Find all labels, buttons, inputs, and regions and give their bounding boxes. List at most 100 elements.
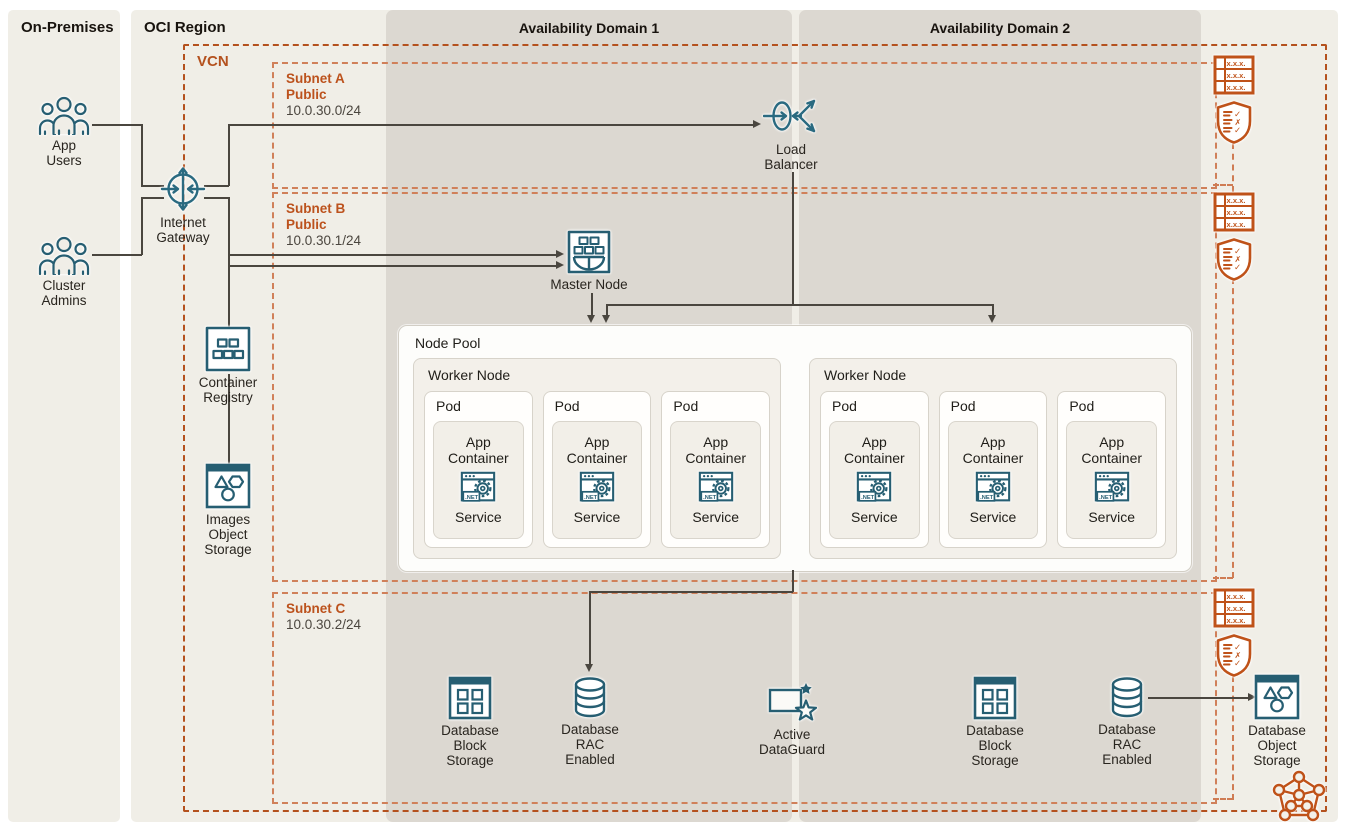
subnet-c-rules — [1211, 588, 1257, 677]
subnet-a-name: Subnet A — [286, 71, 345, 86]
internet-gateway-icon — [160, 166, 206, 212]
pod-label: Pod — [832, 398, 857, 414]
network-cluster-icon — [1268, 768, 1330, 826]
app-users-icon — [37, 95, 91, 135]
security-list-icon — [1215, 633, 1253, 677]
subnet-a-cidr: 10.0.30.0/24 — [286, 102, 362, 118]
app-container: App Container Service — [551, 421, 643, 539]
app-users-node: App Users — [14, 95, 114, 168]
on-premises-panel: On-Premises — [8, 10, 120, 822]
app-container: App Container Service — [433, 421, 524, 539]
route-table-icon — [1213, 192, 1255, 232]
dotnet-service-icon — [697, 469, 735, 507]
internet-gateway-node: Internet Gateway — [133, 166, 233, 245]
pod-label: Pod — [1069, 398, 1095, 414]
subnet-c-name: Subnet C — [286, 601, 346, 616]
cluster-admins-icon — [37, 235, 91, 275]
pod: Pod App Container Service — [1057, 391, 1167, 548]
dotnet-service-icon — [855, 469, 893, 507]
object-storage-icon — [205, 463, 251, 509]
object-storage-icon — [1254, 674, 1300, 720]
app-container: App Container Service — [947, 421, 1039, 539]
db-rac-ad1-node: Database RAC Enabled — [540, 675, 640, 767]
security-list-icon — [1215, 100, 1253, 144]
route-table-icon — [1213, 55, 1255, 95]
app-container: App Container Service — [670, 421, 762, 539]
availability-domain-2-title: Availability Domain 2 — [929, 20, 1071, 36]
node-pool-label: Node Pool — [415, 335, 481, 351]
service-label: Service — [573, 508, 621, 525]
master-node: Master Node — [539, 230, 639, 292]
active-dataguard-node: Active DataGuard — [742, 680, 842, 757]
images-object-storage-label: Images Object Storage — [204, 512, 252, 558]
app-container-label: App Container — [566, 434, 628, 466]
app-users-label: App Users — [46, 138, 82, 169]
database-icon — [1106, 675, 1148, 719]
app-container-label: App Container — [843, 434, 905, 466]
node-pool: Node Pool Worker Node Pod App Container … — [398, 325, 1192, 572]
cluster-admins-label: Cluster Admins — [41, 278, 87, 309]
subnet-a-rules — [1211, 55, 1257, 144]
load-balancer-icon — [763, 93, 819, 139]
db-object-storage-label: Database Object Storage — [1248, 723, 1306, 769]
dotnet-service-icon — [459, 469, 497, 507]
service-label: Service — [692, 508, 740, 525]
db-block-storage-icon — [448, 676, 492, 720]
service-label: Service — [850, 508, 898, 525]
app-container: App Container Service — [829, 421, 920, 539]
subnet-b-cidr: 10.0.30.1/24 — [286, 232, 362, 248]
pod-label: Pod — [554, 398, 580, 414]
worker-node-label: Worker Node — [824, 367, 907, 383]
security-list-icon — [1215, 237, 1253, 281]
pod-label: Pod — [673, 398, 699, 414]
master-node-label: Master Node — [550, 277, 628, 292]
worker-node-label: Worker Node — [428, 367, 511, 383]
db-rac-ad2-node: Database RAC Enabled — [1077, 675, 1177, 767]
active-dataguard-icon — [767, 680, 817, 724]
active-dataguard-label: Active DataGuard — [758, 727, 826, 758]
pod: Pod App Container Service — [938, 391, 1048, 548]
route-table-icon — [1213, 588, 1255, 628]
db-rac-ad1-label: Database RAC Enabled — [561, 722, 619, 768]
dotnet-service-icon — [1093, 469, 1131, 507]
worker-node-1: Worker Node Pod App Container Service Po… — [413, 358, 781, 559]
service-label: Service — [454, 508, 502, 525]
service-label: Service — [969, 508, 1017, 525]
pod-label: Pod — [950, 398, 976, 414]
pod: Pod App Container Service — [542, 391, 652, 548]
subnet-a-visibility: Public — [286, 86, 327, 102]
db-block-storage-ad1-node: Database Block Storage — [420, 676, 520, 768]
app-container-label: App Container — [685, 434, 747, 466]
db-block-storage-ad2-label: Database Block Storage — [966, 723, 1024, 769]
app-container-label: App Container — [447, 434, 509, 466]
db-block-storage-icon — [973, 676, 1017, 720]
load-balancer-label: Load Balancer — [764, 142, 818, 173]
database-icon — [569, 675, 611, 719]
db-object-storage-node: Database Object Storage — [1227, 674, 1327, 768]
container-registry-label: Container Registry — [198, 375, 258, 406]
container-registry-node: Container Registry — [178, 326, 278, 405]
dotnet-service-icon — [578, 469, 616, 507]
subnet-b: Subnet B Public 10.0.30.1/24 — [272, 192, 1217, 582]
master-node-icon — [567, 230, 611, 274]
db-block-storage-ad1-label: Database Block Storage — [441, 723, 499, 769]
db-block-storage-ad2-node: Database Block Storage — [945, 676, 1045, 768]
worker-node-2: Worker Node Pod App Container Service Po… — [809, 358, 1177, 559]
subnet-b-name: Subnet B — [286, 201, 346, 216]
images-object-storage-node: Images Object Storage — [178, 463, 278, 557]
app-container-label: App Container — [1081, 434, 1143, 466]
app-container-label: App Container — [962, 434, 1024, 466]
subnet-b-visibility: Public — [286, 216, 327, 232]
vcn-boundary: VCN — [183, 44, 1327, 812]
on-premises-title: On-Premises — [21, 19, 114, 36]
service-label: Service — [1088, 508, 1136, 525]
oci-region-title: OCI Region — [144, 19, 226, 36]
internet-gateway-label: Internet Gateway — [156, 215, 210, 246]
vcn-label: VCN — [197, 53, 229, 70]
pod-label: Pod — [436, 398, 461, 414]
cluster-admins-node: Cluster Admins — [14, 235, 114, 308]
app-container: App Container Service — [1066, 421, 1158, 539]
subnet-a: Subnet A Public 10.0.30.0/24 — [272, 62, 1217, 189]
pod: Pod App Container Service — [820, 391, 929, 548]
